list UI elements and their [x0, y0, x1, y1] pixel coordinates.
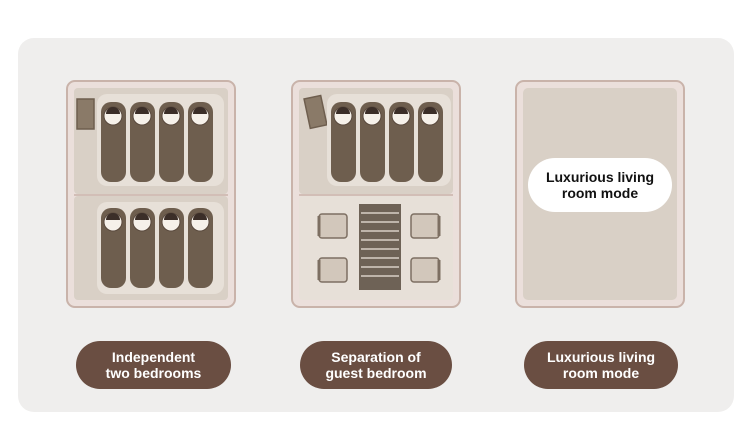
- chairs: [317, 213, 441, 283]
- two-bedrooms-diagram: [66, 80, 236, 308]
- guest-bedroom-diagram: [291, 80, 461, 308]
- dining-table: [359, 204, 401, 290]
- two-bedrooms-label[interactable]: Independent two bedrooms: [76, 341, 231, 389]
- mattress-icon: [76, 98, 95, 130]
- living-room-mode-bubble: Luxurious living room mode: [528, 158, 672, 212]
- living-room-label[interactable]: Luxurious living room mode: [524, 341, 678, 389]
- mattress-icon: [303, 94, 328, 130]
- guest-bedroom-label[interactable]: Separation of guest bedroom: [300, 341, 452, 389]
